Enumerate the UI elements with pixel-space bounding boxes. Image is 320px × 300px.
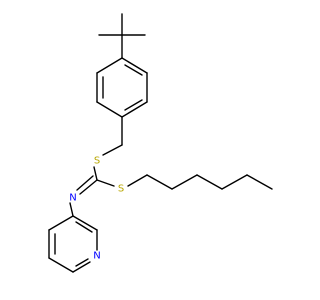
bond xyxy=(48,215,74,231)
bond xyxy=(102,144,123,156)
molecule-structure: S S N N xyxy=(48,13,273,273)
bond xyxy=(76,175,94,191)
bond xyxy=(96,101,123,118)
bond xyxy=(146,174,173,190)
bond xyxy=(246,174,273,190)
bond xyxy=(79,179,98,195)
bond xyxy=(72,215,98,231)
bond xyxy=(93,166,98,181)
bond xyxy=(75,258,89,267)
bond xyxy=(127,174,148,187)
bond xyxy=(72,261,91,273)
pyridine-nitrogen-label: N xyxy=(93,251,100,262)
sulfur-atom-label: S xyxy=(118,184,124,195)
imine-nitrogen-label: N xyxy=(69,193,76,204)
bond xyxy=(96,57,123,74)
benzene-ring xyxy=(96,57,148,118)
hexyl-chain xyxy=(127,174,273,190)
bond xyxy=(124,99,143,111)
bond xyxy=(48,257,74,273)
bond xyxy=(69,202,74,217)
imine-to-pyridine xyxy=(69,202,74,217)
molecule-canvas: S S N N xyxy=(48,13,273,273)
sulfur-atom-label: S xyxy=(94,156,100,167)
pyridine-ring xyxy=(48,215,98,273)
bond xyxy=(196,174,223,190)
bond xyxy=(171,174,198,190)
dithiocarbonimidate-core xyxy=(76,166,115,195)
bond xyxy=(121,57,148,74)
bond xyxy=(221,174,248,190)
bond xyxy=(75,221,93,233)
benzyl-linker xyxy=(102,116,123,156)
bond xyxy=(124,64,143,76)
bond xyxy=(121,101,148,118)
tert-butyl-group xyxy=(98,13,146,59)
bond xyxy=(96,179,115,187)
